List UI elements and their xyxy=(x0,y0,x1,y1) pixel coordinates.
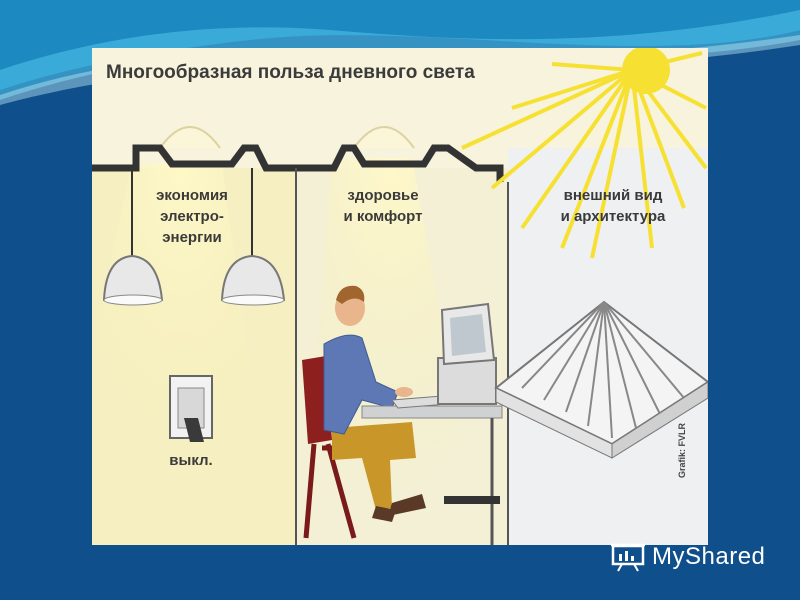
pendant-lamp-left xyxy=(102,168,164,306)
label-appearance-architecture: внешний вид и архитектура xyxy=(560,187,666,225)
skylight-dome-left xyxy=(159,126,221,149)
pendant-lamp-right xyxy=(220,168,286,306)
watermark: MyShared xyxy=(610,540,765,574)
skylight-dome-middle xyxy=(353,126,415,149)
label-energy-saving: экономия электро- энергии xyxy=(156,187,228,246)
office-worker-scene xyxy=(302,285,503,545)
label-health-comfort: здоровье и комфорт xyxy=(343,187,423,225)
presentation-board-icon xyxy=(611,543,645,572)
watermark-text: MyShared xyxy=(652,543,766,570)
light-switch-icon xyxy=(169,375,213,442)
figure-title: Многообразная польза дневного света xyxy=(106,62,475,83)
graphic-credit: Grafik: FVLR xyxy=(677,422,687,478)
label-switch-off: выкл. xyxy=(169,452,213,469)
roof-line xyxy=(92,144,504,182)
illustration-artwork xyxy=(92,48,708,545)
daylight-illustration: Многообразная польза дневного света экон… xyxy=(92,48,708,545)
pyramid-skylight-icon xyxy=(494,300,708,459)
sun-icon xyxy=(461,48,708,259)
